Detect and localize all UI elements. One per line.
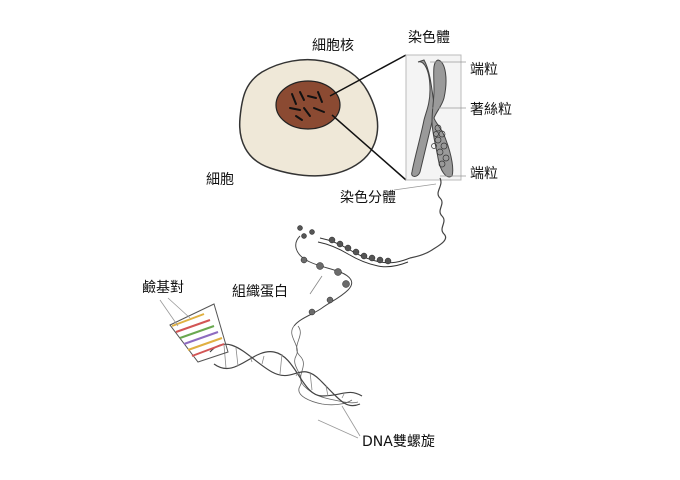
label-telomere-top: 端粒 (470, 62, 498, 78)
zoom-line-top (329, 54, 407, 97)
chromatid-coil (409, 177, 447, 259)
label-nucleus: 細胞核 (312, 38, 354, 54)
base-pair-ladder (169, 303, 229, 363)
label-telomere-bottom: 端粒 (470, 166, 498, 182)
base-pair-leaders (159, 297, 191, 327)
solenoid-beads (297, 225, 392, 265)
chromosome-leader-lines (393, 61, 466, 191)
label-dna-helix: DNA雙螺旋 (362, 434, 435, 450)
zoom-line-bottom (331, 114, 407, 181)
dna-helix-leaders (317, 405, 361, 439)
histone-leader (309, 275, 323, 295)
label-cell: 細胞 (206, 172, 234, 188)
chromatin-coil-texture (431, 124, 450, 168)
nucleus-shape (275, 80, 341, 130)
label-chromatid: 染色分體 (340, 190, 396, 206)
nucleus-chromosomes (289, 91, 325, 121)
label-base-pair: 鹼基對 (142, 280, 184, 296)
beads-on-string (293, 235, 353, 327)
label-histone: 組織蛋白 (232, 284, 288, 300)
label-chromosome: 染色體 (408, 30, 450, 46)
dna-large-helix (209, 343, 363, 407)
label-centromere: 著絲粒 (470, 102, 512, 118)
dna-large-rungs (223, 344, 345, 399)
nucleosome-beads (300, 256, 350, 316)
